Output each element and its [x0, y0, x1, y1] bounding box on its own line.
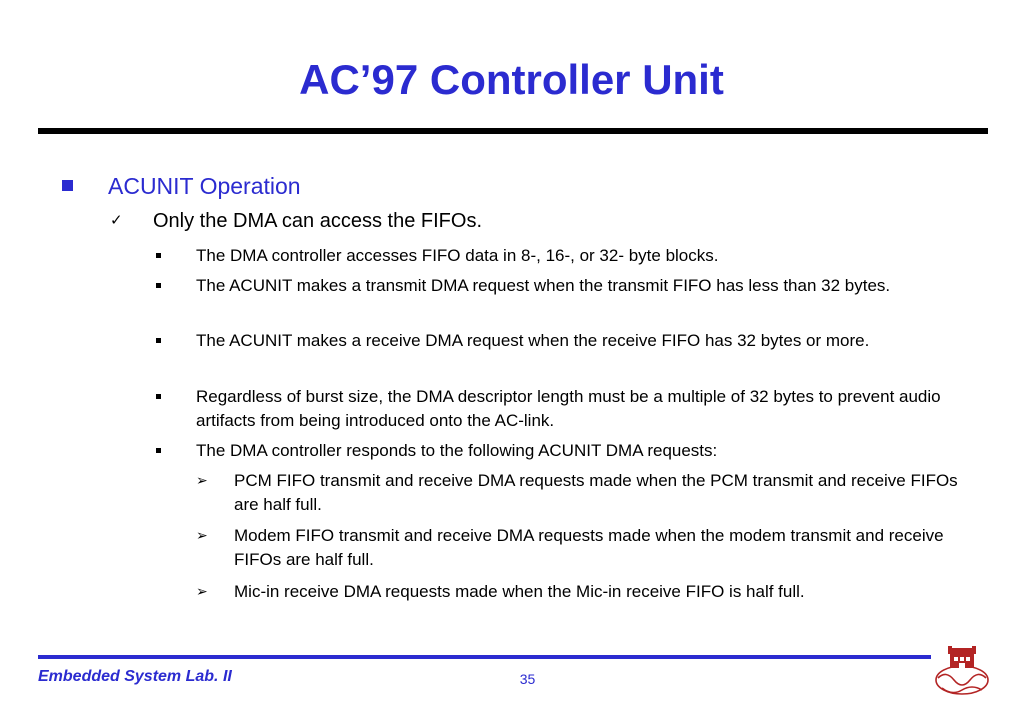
- bullet-level3-text: The DMA controller responds to the follo…: [196, 441, 718, 460]
- arrowhead-icon: ➢: [196, 528, 208, 544]
- slide-title: AC’97 Controller Unit: [299, 56, 724, 103]
- bullet-level4-text: Modem FIFO transmit and receive DMA requ…: [234, 526, 944, 569]
- bullet-level3-text: The DMA controller accesses FIFO data in…: [196, 246, 719, 265]
- small-square-bullet-icon: [156, 338, 161, 343]
- small-square-bullet-icon: [156, 448, 161, 453]
- bullet-level3-text: The ACUNIT makes a receive DMA request w…: [196, 331, 870, 350]
- bullet-level3-text: Regardless of burst size, the DMA descri…: [196, 387, 941, 430]
- page-number: 35: [519, 671, 536, 687]
- checkmark-icon: ✓: [110, 211, 123, 229]
- title-divider: [38, 128, 988, 134]
- small-square-bullet-icon: [156, 394, 161, 399]
- bullet-level4-text: PCM FIFO transmit and receive DMA reques…: [234, 471, 958, 514]
- small-square-bullet-icon: [156, 253, 161, 258]
- arrowhead-icon: ➢: [196, 584, 208, 600]
- bullet-level3-text: The ACUNIT makes a transmit DMA request …: [196, 276, 891, 295]
- footer-lab-name: Embedded System Lab. II: [38, 668, 232, 685]
- bullet-level1-text: ACUNIT Operation: [108, 173, 301, 199]
- arrowhead-icon: ➢: [196, 473, 208, 489]
- small-square-bullet-icon: [156, 283, 161, 288]
- lab-logo-icon: [935, 646, 989, 695]
- square-bullet-icon: [62, 180, 73, 191]
- footer-divider: [38, 655, 931, 659]
- bullet-level4-text: Mic-in receive DMA requests made when th…: [234, 582, 805, 601]
- bullet-level2-text: Only the DMA can access the FIFOs.: [153, 210, 483, 232]
